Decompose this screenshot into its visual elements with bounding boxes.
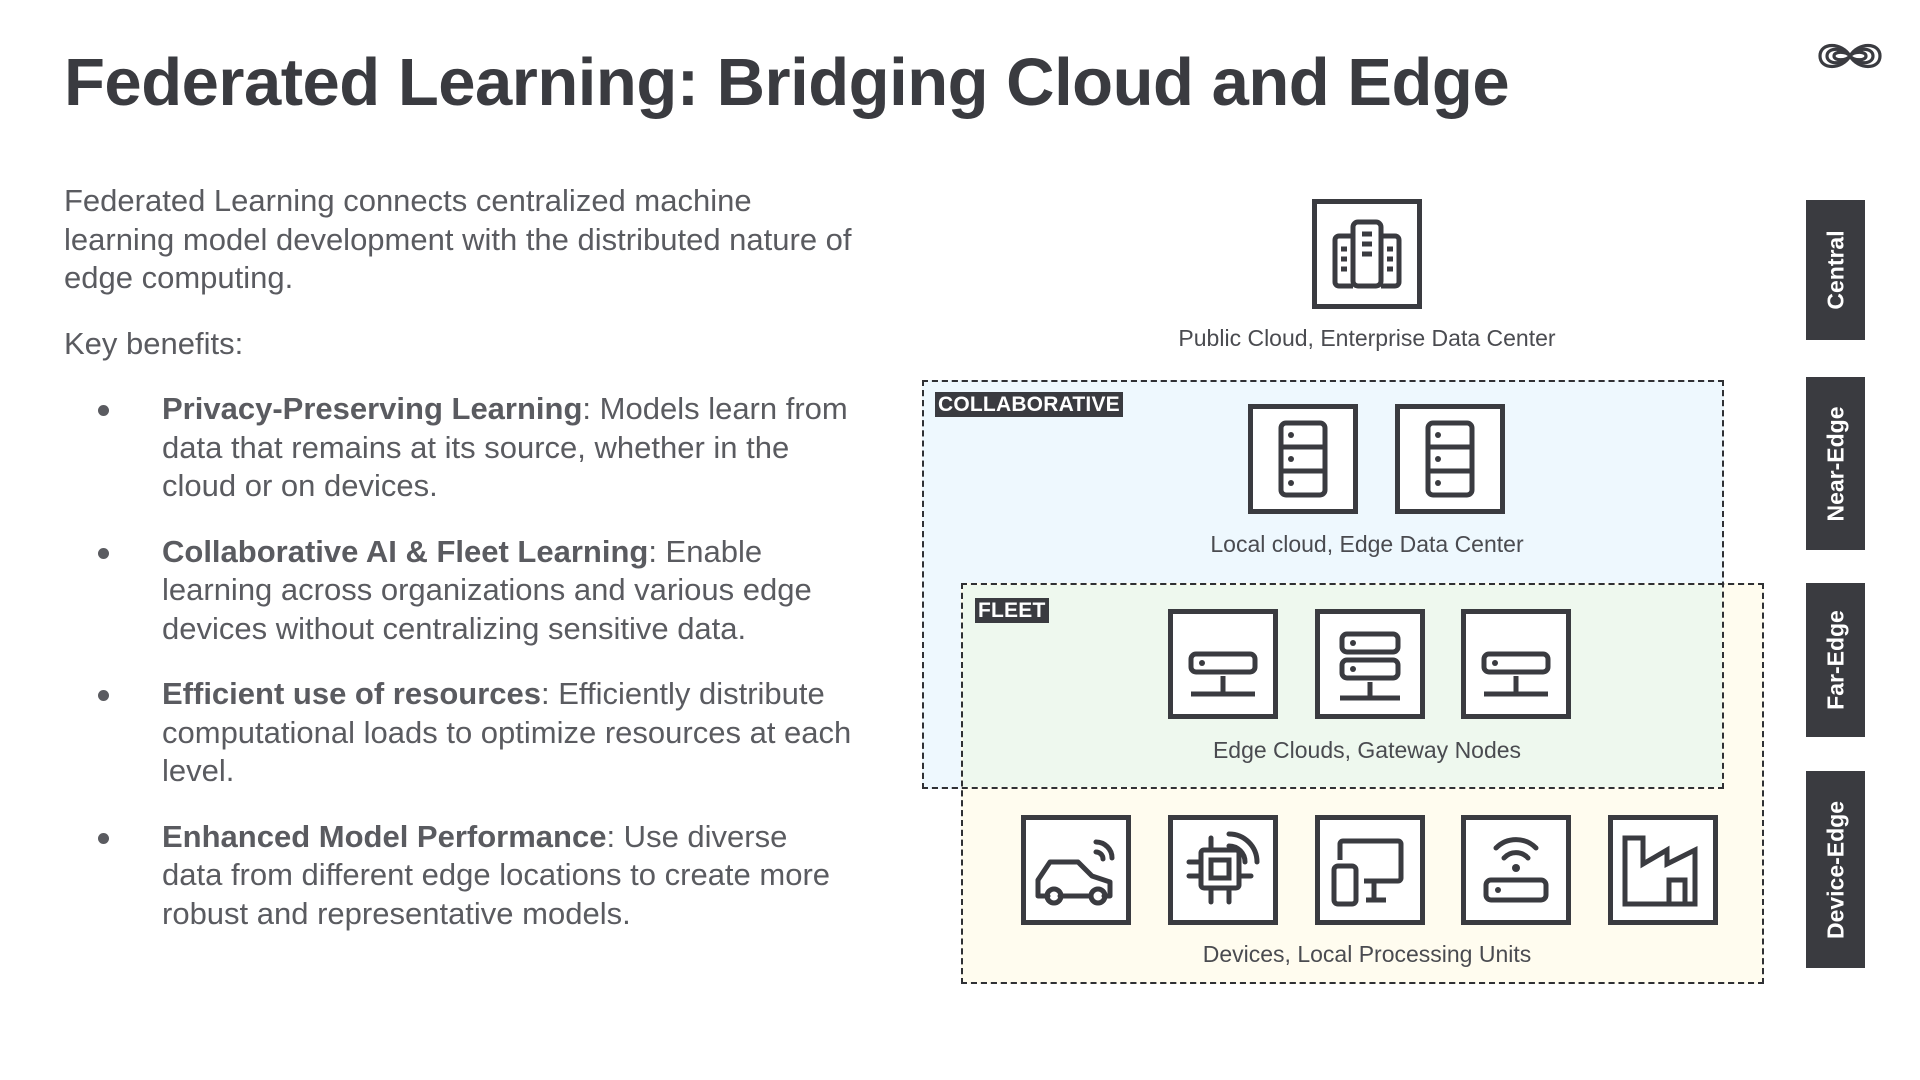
benefit-title: Efficient use of resources [162, 676, 542, 711]
tier-label: Central [1822, 230, 1848, 310]
bullet-icon [98, 547, 109, 559]
benefit-title: Privacy-Preserving Learning [162, 391, 583, 426]
double-server-node-icon [1315, 609, 1425, 719]
benefit-text: : Use diverse data from different edge l… [162, 818, 831, 931]
slide-title: Federated Learning: Bridging Cloud and E… [64, 45, 1510, 120]
level-label-far-edge: Edge Clouds, Gateway Nodes [1212, 737, 1522, 763]
key-benefits-label: Key benefits: [64, 325, 244, 361]
wifi-router-icon [1461, 815, 1571, 925]
tier-tab-far-edge: Far-Edge [1806, 583, 1865, 737]
tier-tab-near-edge: Near-Edge [1806, 377, 1865, 550]
tier-label: Device-Edge [1822, 800, 1848, 939]
benefit-title: Enhanced Model Performance [162, 818, 607, 854]
tier-tab-device-edge: Device-Edge [1806, 771, 1865, 968]
benefit-text: : Models learn from data that remains at… [162, 391, 848, 503]
server-rack-icon [1395, 404, 1505, 514]
gateway-node-icon [1461, 609, 1571, 719]
tier-tab-central: Central [1806, 200, 1865, 340]
intro-paragraph: Federated Learning connects centralized … [64, 183, 852, 295]
factory-icon [1608, 815, 1718, 925]
gateway-node-icon [1168, 609, 1278, 719]
server-rack-icon [1248, 404, 1358, 514]
benefit-title: Collaborative AI & Fleet Learning [162, 533, 649, 569]
bullet-icon [98, 832, 109, 844]
collaborative-tag: COLLABORATIVE [935, 392, 1123, 417]
level-label-device: Devices, Local Processing Units [1202, 941, 1532, 967]
benefits-list: Privacy-Preserving Learning: Models lear… [64, 390, 854, 933]
tier-label: Near-Edge [1822, 405, 1848, 522]
bullet-icon [98, 690, 109, 701]
building-icon [1312, 199, 1422, 309]
level-label-central: Public Cloud, Enterprise Data Center [1178, 325, 1556, 351]
infinity-logo-icon [1818, 43, 1882, 69]
fleet-tag: FLEET [975, 598, 1049, 623]
benefits-text: Federated Learning connects centralized … [64, 182, 854, 960]
benefit-item: Enhanced Model Performance: Use diverse … [64, 818, 854, 934]
benefit-text: : Enable learning across organizations a… [162, 533, 812, 646]
benefit-text: : Efficiently distribute computational l… [162, 676, 852, 788]
fleet-zone-border [961, 583, 1764, 984]
desktop-mobile-icon [1315, 815, 1425, 925]
benefit-item: Efficient use of resources: Efficiently … [64, 675, 854, 791]
level-label-near-edge: Local cloud, Edge Data Center [1210, 531, 1524, 557]
benefit-item: Collaborative AI & Fleet Learning: Enabl… [64, 533, 854, 649]
bullet-icon [98, 405, 109, 416]
benefit-item: Privacy-Preserving Learning: Models lear… [64, 390, 854, 506]
wireless-chip-icon [1168, 815, 1278, 925]
connected-car-icon [1021, 815, 1131, 925]
tier-label: Far-Edge [1822, 610, 1848, 710]
